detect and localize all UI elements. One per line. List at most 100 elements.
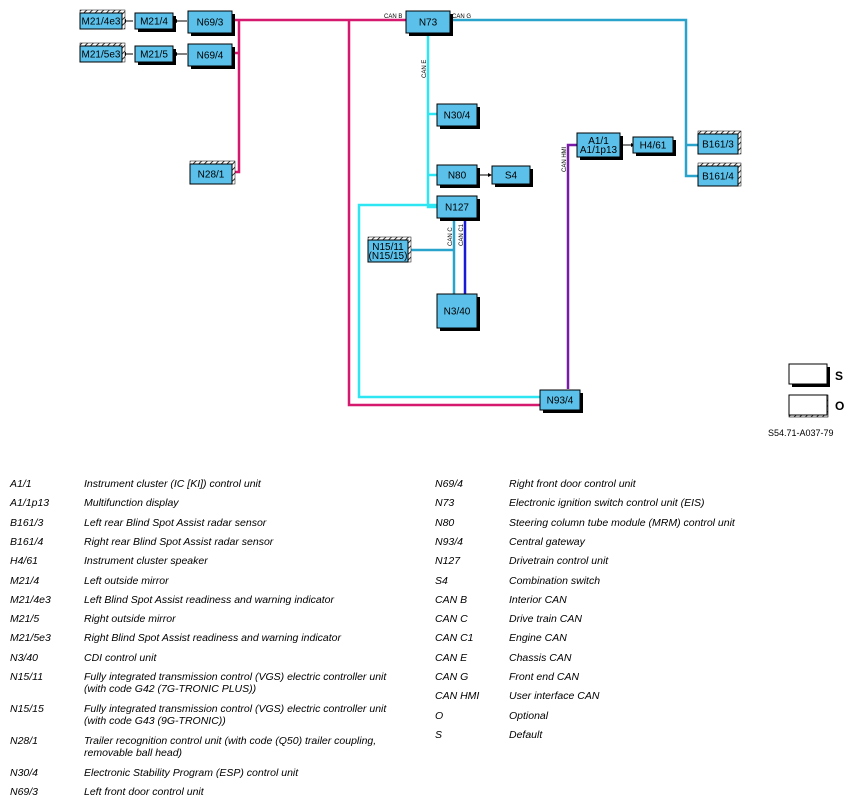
box-n15-11: N15/11(N15/15) [367,236,412,263]
legend-description: Right Blind Spot Assist readiness and wa… [84,632,424,644]
box-body [189,163,233,185]
box-body [187,10,233,34]
box-label: N30/4 [444,111,471,122]
legend-description-line: CDI control unit [84,651,157,664]
legend-description: Optional [509,710,849,722]
legend-description: Left outside mirror [84,575,424,587]
legend-code: N15/11 [10,671,44,683]
legend-description-line: removable ball head) [84,747,183,759]
bus-label-can-hmi: CAN HMI [562,146,568,172]
box-label: H4/61 [640,141,667,152]
box-n73: N73 [405,10,453,36]
legend-description: Left Blind Spot Assist readiness and war… [84,594,424,606]
legend-code: M21/4 [10,574,40,587]
box-body [539,389,581,411]
box-n69-4: N69/4 [187,43,235,69]
box-m21-4e3: M21/4e3 [79,9,126,30]
legend-code: CAN G [435,671,469,683]
legend-description-line: Drivetrain control unit [509,555,609,568]
legend-description-line: Electronic ignition switch control unit … [509,497,705,510]
box-label: N93/4 [547,396,574,407]
legend-code: CAN B [435,593,468,606]
box-body [405,10,451,34]
box-label: (N15/15) [369,251,408,262]
box-label: M21/5 [140,50,168,61]
legend-description: Front end CAN [509,671,849,683]
legend-description-line: Left Blind Spot Assist readiness and war… [84,593,335,606]
bus-label-can-c1: CAN C1 [459,223,465,246]
legend-description: Instrument cluster speaker [84,555,424,567]
box-label: M21/5e3 [82,50,121,61]
legend-code: M21/5e3 [10,632,51,645]
box-label: S4 [505,171,518,182]
box-label: N73 [419,18,438,29]
key-default: S [788,363,843,387]
box-n127: N127 [436,195,480,221]
legend-description-line: Combination switch [509,574,601,587]
box-m21-4: M21/4 [134,12,176,32]
legend-code: N3/40 [10,651,39,664]
legend-description-line: Instrument cluster speaker [84,555,208,568]
legend-code: CAN HMI [435,690,480,703]
legend-code: N127 [435,555,461,568]
legend-description-line: Instrument cluster (IC [KI]) control uni… [84,478,261,490]
legend-description-line: (with code G43 (9G-TRONIC)) [84,715,226,727]
box-body [697,165,739,187]
legend-description-line: Right front door control unit [509,478,636,490]
legend-description: Instrument cluster (IC [KI]) control uni… [84,478,424,490]
legend-description: Trailer recognition control unit (with c… [84,735,424,759]
box-label: N28/1 [198,170,225,181]
legend-code: N30/4 [10,767,39,779]
legend-code: N73 [435,497,455,510]
legend-description: Steering column tube module (MRM) contro… [509,517,849,529]
legend-description: Engine CAN [509,632,849,644]
legend-code: M21/4e3 [10,593,51,606]
legend-description: Right rear Blind Spot Assist radar senso… [84,536,424,548]
legend-description: Fully integrated transmission control (V… [84,671,424,695]
bus-label-can-c: CAN C [448,227,454,246]
box-n93-4: N93/4 [539,389,583,413]
legend-description-line: Right Blind Spot Assist readiness and wa… [84,632,341,645]
legend-description-line: Central gateway [509,535,585,548]
legend-code: CAN C1 [435,632,474,645]
legend-description-line: Fully integrated transmission control (V… [84,671,387,683]
legend-description-line: (with code G42 (7G-TRONIC PLUS)) [84,683,257,695]
legend-description: Left front door control unit [84,786,424,798]
box-label: A1/1 [588,136,609,147]
box-n30-4: N30/4 [436,103,480,129]
box-a1-1: A1/1A1/1p13 [576,132,623,160]
box-body [436,103,478,127]
box-body [134,45,174,63]
box-n28-1: N28/1 [189,160,236,185]
legend-description: Right outside mirror [84,613,424,625]
legend-description-line: Electronic Stability Program (ESP) contr… [84,767,299,779]
legend-code: O [435,709,444,722]
legend-code: H4/61 [10,555,39,568]
legend-description-line: Trailer recognition control unit (with c… [84,735,377,747]
legend-code: B161/3 [10,516,44,529]
bus-label-can-g: CAN G [452,14,471,20]
box-label: M21/4e3 [82,17,121,28]
box-label: N80 [448,171,467,182]
legend-description-line: Front end CAN [509,671,580,683]
legend-description: Fully integrated transmission control (V… [84,703,424,727]
legend-description: Right front door control unit [509,478,849,490]
can-network-diagram: CAN B CAN G CAN E CAN C CAN C1 CAN HMI M… [79,9,844,438]
legend-description-line: Left outside mirror [84,574,169,587]
box-body [79,12,123,30]
arrow-to-s4 [488,173,492,177]
legend-description: Default [509,729,849,741]
bus-label-can-e: CAN E [422,60,428,78]
legend-code: N69/4 [435,478,464,490]
legend-code: M21/5 [10,613,40,626]
box-m21-5: M21/5 [134,45,176,65]
box-body [367,239,409,263]
legend-description-line: Left rear Blind Spot Assist radar sensor [84,516,267,529]
box-b161-3: B161/3 [697,130,742,155]
legend-description: Multifunction display [84,497,424,509]
legend-description-line: User interface CAN [509,690,600,703]
legend-code: N15/15 [10,703,44,715]
reference-number: S54.71-A037-79 [768,428,834,438]
legend-description-line: Engine CAN [509,632,567,645]
